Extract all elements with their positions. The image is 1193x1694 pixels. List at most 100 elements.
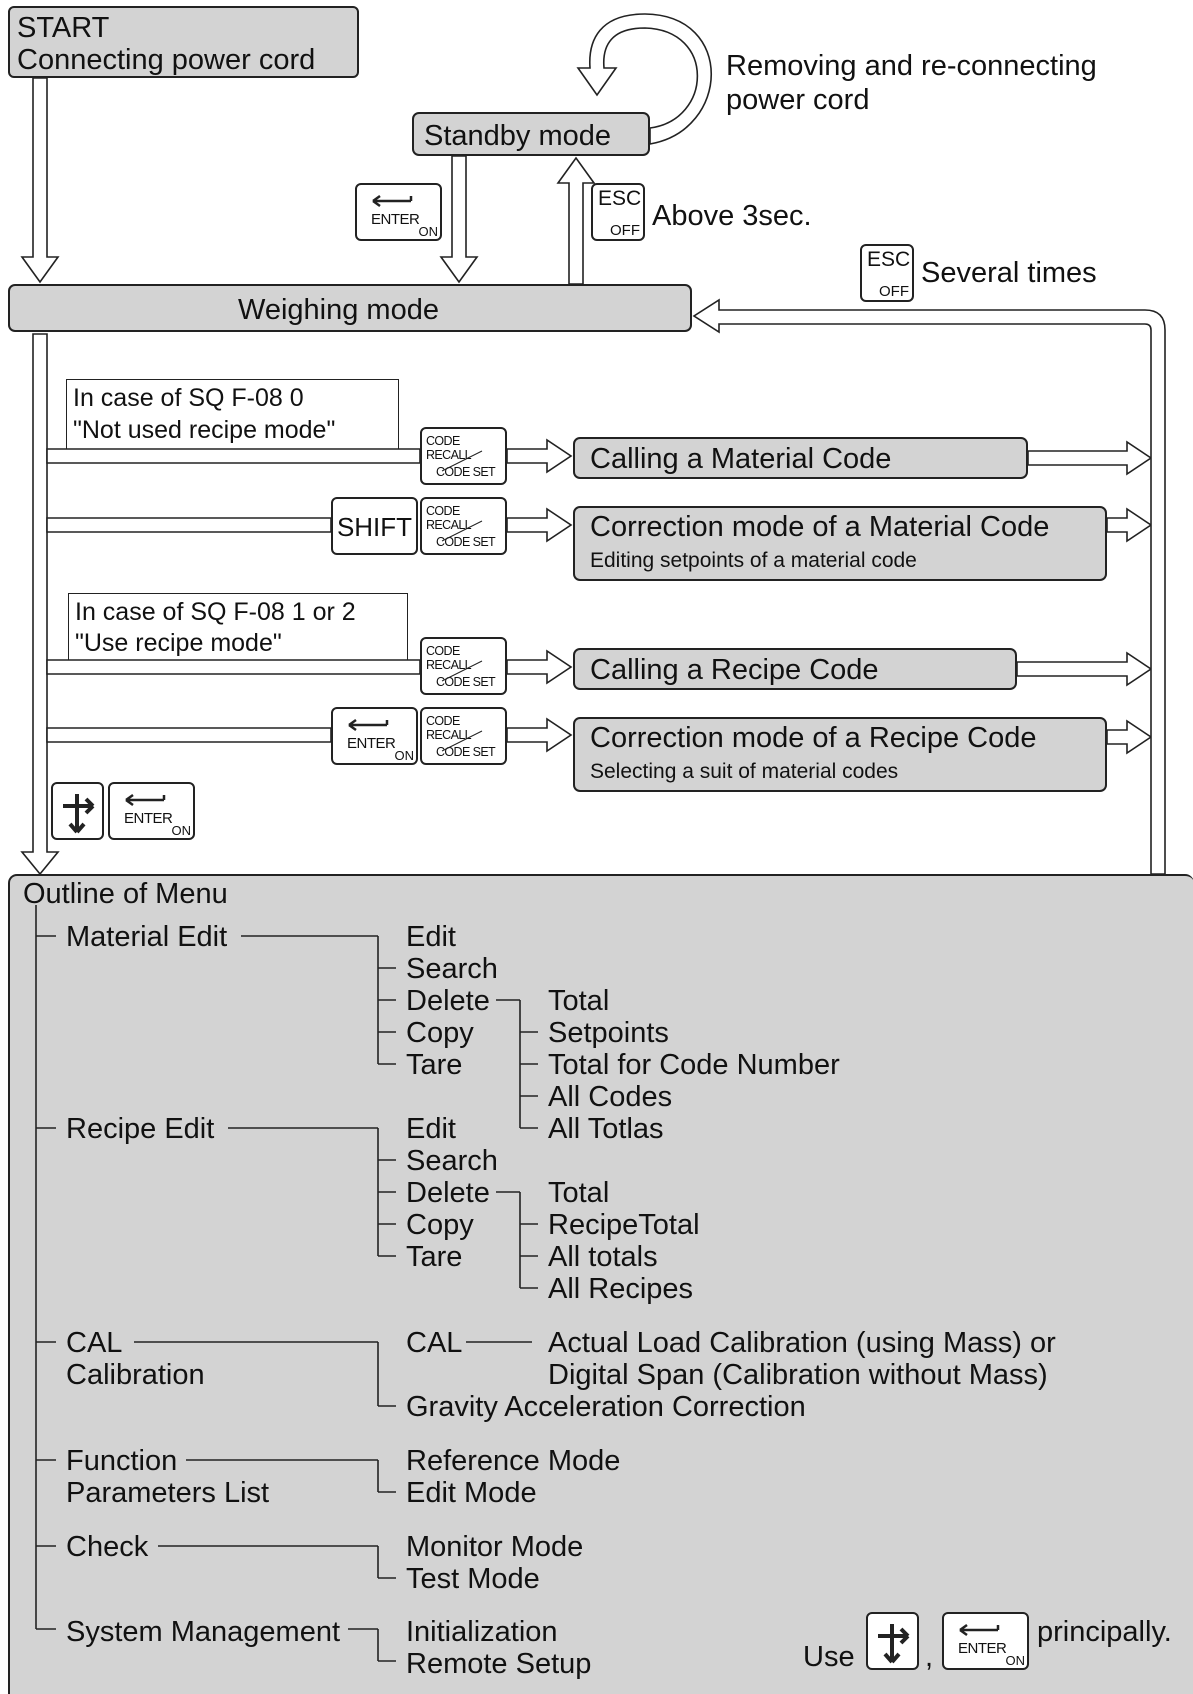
recipe-delete-total: Total <box>548 1177 610 1209</box>
code-key-divider <box>441 660 483 682</box>
off-key-text: OFF <box>879 283 909 300</box>
material-delete-all-totals: All Totlas <box>548 1113 664 1145</box>
menu-note-use: Use <box>803 1641 855 1673</box>
case-not-used-line1: In case of SQ F-08 0 <box>73 384 304 412</box>
esc-key-text: ESC <box>867 248 911 271</box>
menu-calibration: Calibration <box>66 1359 205 1391</box>
code4-to-correction-recipe-arrow <box>506 717 573 753</box>
material-delete-total-for-code: Total for Code Number <box>548 1049 840 1081</box>
material-delete-total: Total <box>548 985 610 1017</box>
menu-parameters-list: Parameters List <box>66 1477 270 1509</box>
material-correction-return-arrow <box>1106 507 1153 543</box>
code-set-text: CODE SET <box>436 465 496 479</box>
start-label: START <box>17 12 110 44</box>
recipe-edit-item-copy: Copy <box>406 1209 474 1241</box>
esc-hold-note: Above 3sec. <box>652 200 812 232</box>
function-edit-mode: Edit Mode <box>406 1477 537 1509</box>
code-recall-text: CODE RECALL <box>426 504 472 532</box>
cross-arrow-icon <box>878 1624 910 1664</box>
recipe-edit-item-delete: Delete <box>406 1177 490 1209</box>
enter-on-key-menu: ENTER ON <box>108 782 195 840</box>
code-recall-key-1: CODE RECALL CODE SET <box>420 427 507 485</box>
recipe-edit-item-tare: Tare <box>406 1241 463 1273</box>
code-set-text: CODE SET <box>436 535 496 549</box>
case-not-used-recipe-note: In case of SQ F-08 0 "Not used recipe mo… <box>66 379 399 452</box>
material-delete-setpoints: Setpoints <box>548 1017 669 1049</box>
outline-of-menu-panel: Outline of Menu Material Edit Edit Searc… <box>8 874 1193 1694</box>
weighing-mode-box: Weighing mode <box>8 284 692 332</box>
enter-key-text: ENTER <box>371 211 420 228</box>
case-use-recipe-note: In case of SQ F-08 1 or 2 "Use recipe mo… <box>68 593 408 663</box>
loop-note-line1: Removing and re-connecting <box>726 50 1097 82</box>
material-call-return-arrow <box>1027 440 1153 476</box>
branch-row4-arrow <box>46 727 332 743</box>
recipe-edit-item-search: Search <box>406 1145 498 1177</box>
enter-on-key-recipe: ENTER ON <box>331 707 418 765</box>
branch-row2-arrow <box>46 517 332 533</box>
correction-material-code-title: Correction mode of a Material Code <box>590 511 1050 543</box>
menu-check: Check <box>66 1531 149 1563</box>
code-recall-key-4: CODE RECALL CODE SET <box>420 707 507 765</box>
code2-to-correction-material-arrow <box>506 507 573 543</box>
cross-arrow-key <box>51 782 104 840</box>
off-key-text: OFF <box>610 222 640 239</box>
code-set-text: CODE SET <box>436 675 496 689</box>
code-set-text: CODE SET <box>436 745 496 759</box>
case-not-used-line2: "Not used recipe mode" <box>73 416 336 444</box>
standby-to-weighing-arrow <box>439 155 479 284</box>
calling-material-code-box: Calling a Material Code <box>573 437 1028 479</box>
cal-actual-load: Actual Load Calibration (using Mass) or <box>548 1327 1056 1359</box>
esc-several-note: Several times <box>921 257 1097 289</box>
on-key-text: ON <box>171 823 192 838</box>
esc-off-key: ESC OFF <box>591 183 645 241</box>
menu-cal: CAL <box>66 1327 123 1359</box>
check-monitor-mode: Monitor Mode <box>406 1531 584 1563</box>
menu-recipe-edit: Recipe Edit <box>66 1113 215 1145</box>
esc-off-key-several: ESC OFF <box>860 244 914 302</box>
code-key-divider <box>441 450 483 472</box>
on-key-text: ON <box>394 748 415 763</box>
material-edit-item-delete: Delete <box>406 985 490 1017</box>
weighing-to-standby-arrow <box>556 156 596 285</box>
start-to-weighing-arrow <box>20 77 60 284</box>
on-key-text: ON <box>1005 1653 1026 1668</box>
menu-function: Function <box>66 1445 178 1477</box>
recipe-call-return-arrow <box>1016 651 1153 687</box>
start-box: START Connecting power cord <box>8 6 359 78</box>
enter-arrow-icon <box>372 194 413 208</box>
case-use-line2: "Use recipe mode" <box>75 629 282 657</box>
case-use-line1: In case of SQ F-08 1 or 2 <box>75 598 356 626</box>
calling-material-code-label: Calling a Material Code <box>590 443 892 475</box>
weighing-mode-label: Weighing mode <box>238 294 439 326</box>
enter-key-text: ENTER <box>124 810 173 827</box>
cal-item-cal: CAL <box>406 1327 463 1359</box>
enter-on-key-note: ENTER ON <box>942 1612 1029 1670</box>
code-key-divider <box>441 730 483 752</box>
code-recall-text: CODE RECALL <box>426 434 472 462</box>
shift-key-text: SHIFT <box>336 512 413 542</box>
start-description: Connecting power cord <box>17 44 316 76</box>
recipe-delete-recipetotal: RecipeTotal <box>548 1209 700 1241</box>
code3-to-calling-recipe-arrow <box>506 649 573 685</box>
system-initialization: Initialization <box>406 1616 558 1648</box>
function-reference-mode: Reference Mode <box>406 1445 621 1477</box>
correction-material-code-box: Correction mode of a Material Code Editi… <box>573 506 1107 581</box>
code-key-divider <box>441 520 483 542</box>
cross-arrow-icon <box>63 794 95 834</box>
menu-title: Outline of Menu <box>23 878 228 910</box>
correction-material-code-subtitle: Editing setpoints of a material code <box>590 549 917 572</box>
code-recall-key-2: CODE RECALL CODE SET <box>420 497 507 555</box>
correction-recipe-code-subtitle: Selecting a suit of material codes <box>590 760 899 783</box>
shift-key: SHIFT <box>331 497 418 555</box>
menu-material-edit: Material Edit <box>66 921 228 953</box>
recipe-delete-all-totals: All totals <box>548 1241 658 1273</box>
loop-note-line2: power cord <box>726 84 870 116</box>
material-edit-item-edit: Edit <box>406 921 456 953</box>
material-delete-all-codes: All Codes <box>548 1081 673 1113</box>
code1-to-calling-material-arrow <box>506 438 573 474</box>
menu-system-management: System Management <box>66 1616 341 1648</box>
code-recall-key-3: CODE RECALL CODE SET <box>420 637 507 695</box>
menu-note-principally: principally. <box>1037 1616 1172 1648</box>
enter-arrow-icon <box>348 718 389 732</box>
enter-key-text: ENTER <box>347 735 396 752</box>
